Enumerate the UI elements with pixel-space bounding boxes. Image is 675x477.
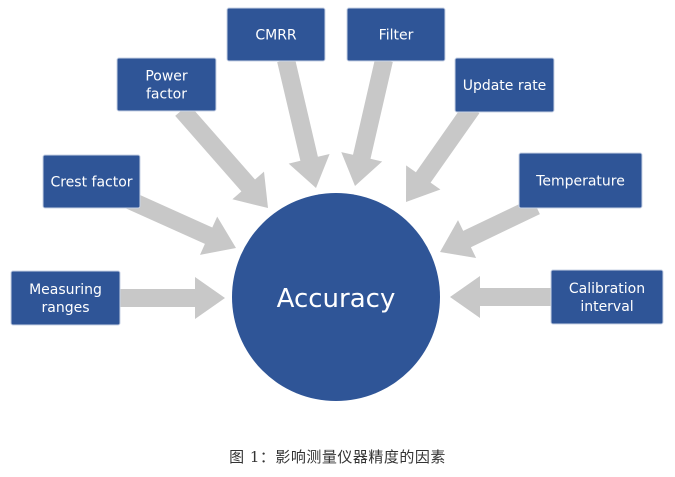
update-rate-label: Update rate xyxy=(463,78,547,94)
measuring-ranges-label: ranges xyxy=(41,300,89,316)
measuring-ranges-label: Measuring xyxy=(29,282,102,298)
filter-box xyxy=(346,7,446,62)
crest-factor-box xyxy=(42,154,141,209)
measuring-ranges-node: Measuring ranges xyxy=(10,270,121,326)
power-factor-arrow xyxy=(175,104,268,208)
measuring-ranges-arrow xyxy=(120,277,225,319)
crest-factor-node: Crest factor xyxy=(42,154,141,209)
calibration-interval-node: Calibration interval xyxy=(550,269,664,325)
cmrr-label: CMRR xyxy=(255,28,297,44)
accuracy-circle xyxy=(232,193,440,401)
calibration-interval-label: Calibration xyxy=(569,281,645,297)
filter-label: Filter xyxy=(379,28,414,44)
crest-factor-label: Crest factor xyxy=(50,175,132,191)
update-rate-arrow xyxy=(406,102,480,202)
power-factor-label: factor xyxy=(146,87,187,103)
temperature-arrow xyxy=(440,197,540,258)
temperature-box xyxy=(518,152,643,209)
calibration-interval-box xyxy=(550,269,664,325)
accuracy-factors-diagram: Accuracy Measuring ranges Crest factor Powe… xyxy=(10,7,664,401)
cmrr-node: CMRR xyxy=(226,7,326,62)
cmrr-box xyxy=(226,7,326,62)
filter-arrow xyxy=(341,58,393,186)
cmrr-arrow xyxy=(277,57,330,189)
calibration-interval-label: interval xyxy=(580,299,633,315)
measuring-ranges-box xyxy=(10,270,121,326)
center-node: Accuracy xyxy=(232,193,440,401)
update-rate-box xyxy=(454,57,555,113)
arrows-layer xyxy=(114,57,551,319)
update-rate-node: Update rate xyxy=(454,57,555,113)
power-factor-box xyxy=(116,57,217,112)
power-factor-node: Power factor xyxy=(116,57,217,112)
temperature-node: Temperature xyxy=(518,152,643,209)
figure-caption: 图 1：影响测量仪器精度的因素 xyxy=(229,448,446,466)
accuracy-label: Accuracy xyxy=(277,284,396,314)
crest-factor-arrow xyxy=(114,186,236,255)
temperature-label: Temperature xyxy=(535,174,625,190)
power-factor-label: Power xyxy=(145,69,188,85)
calibration-interval-arrow xyxy=(450,276,551,318)
filter-node: Filter xyxy=(346,7,446,62)
factor-boxes: Measuring ranges Crest factor Power factor CM… xyxy=(10,7,664,326)
